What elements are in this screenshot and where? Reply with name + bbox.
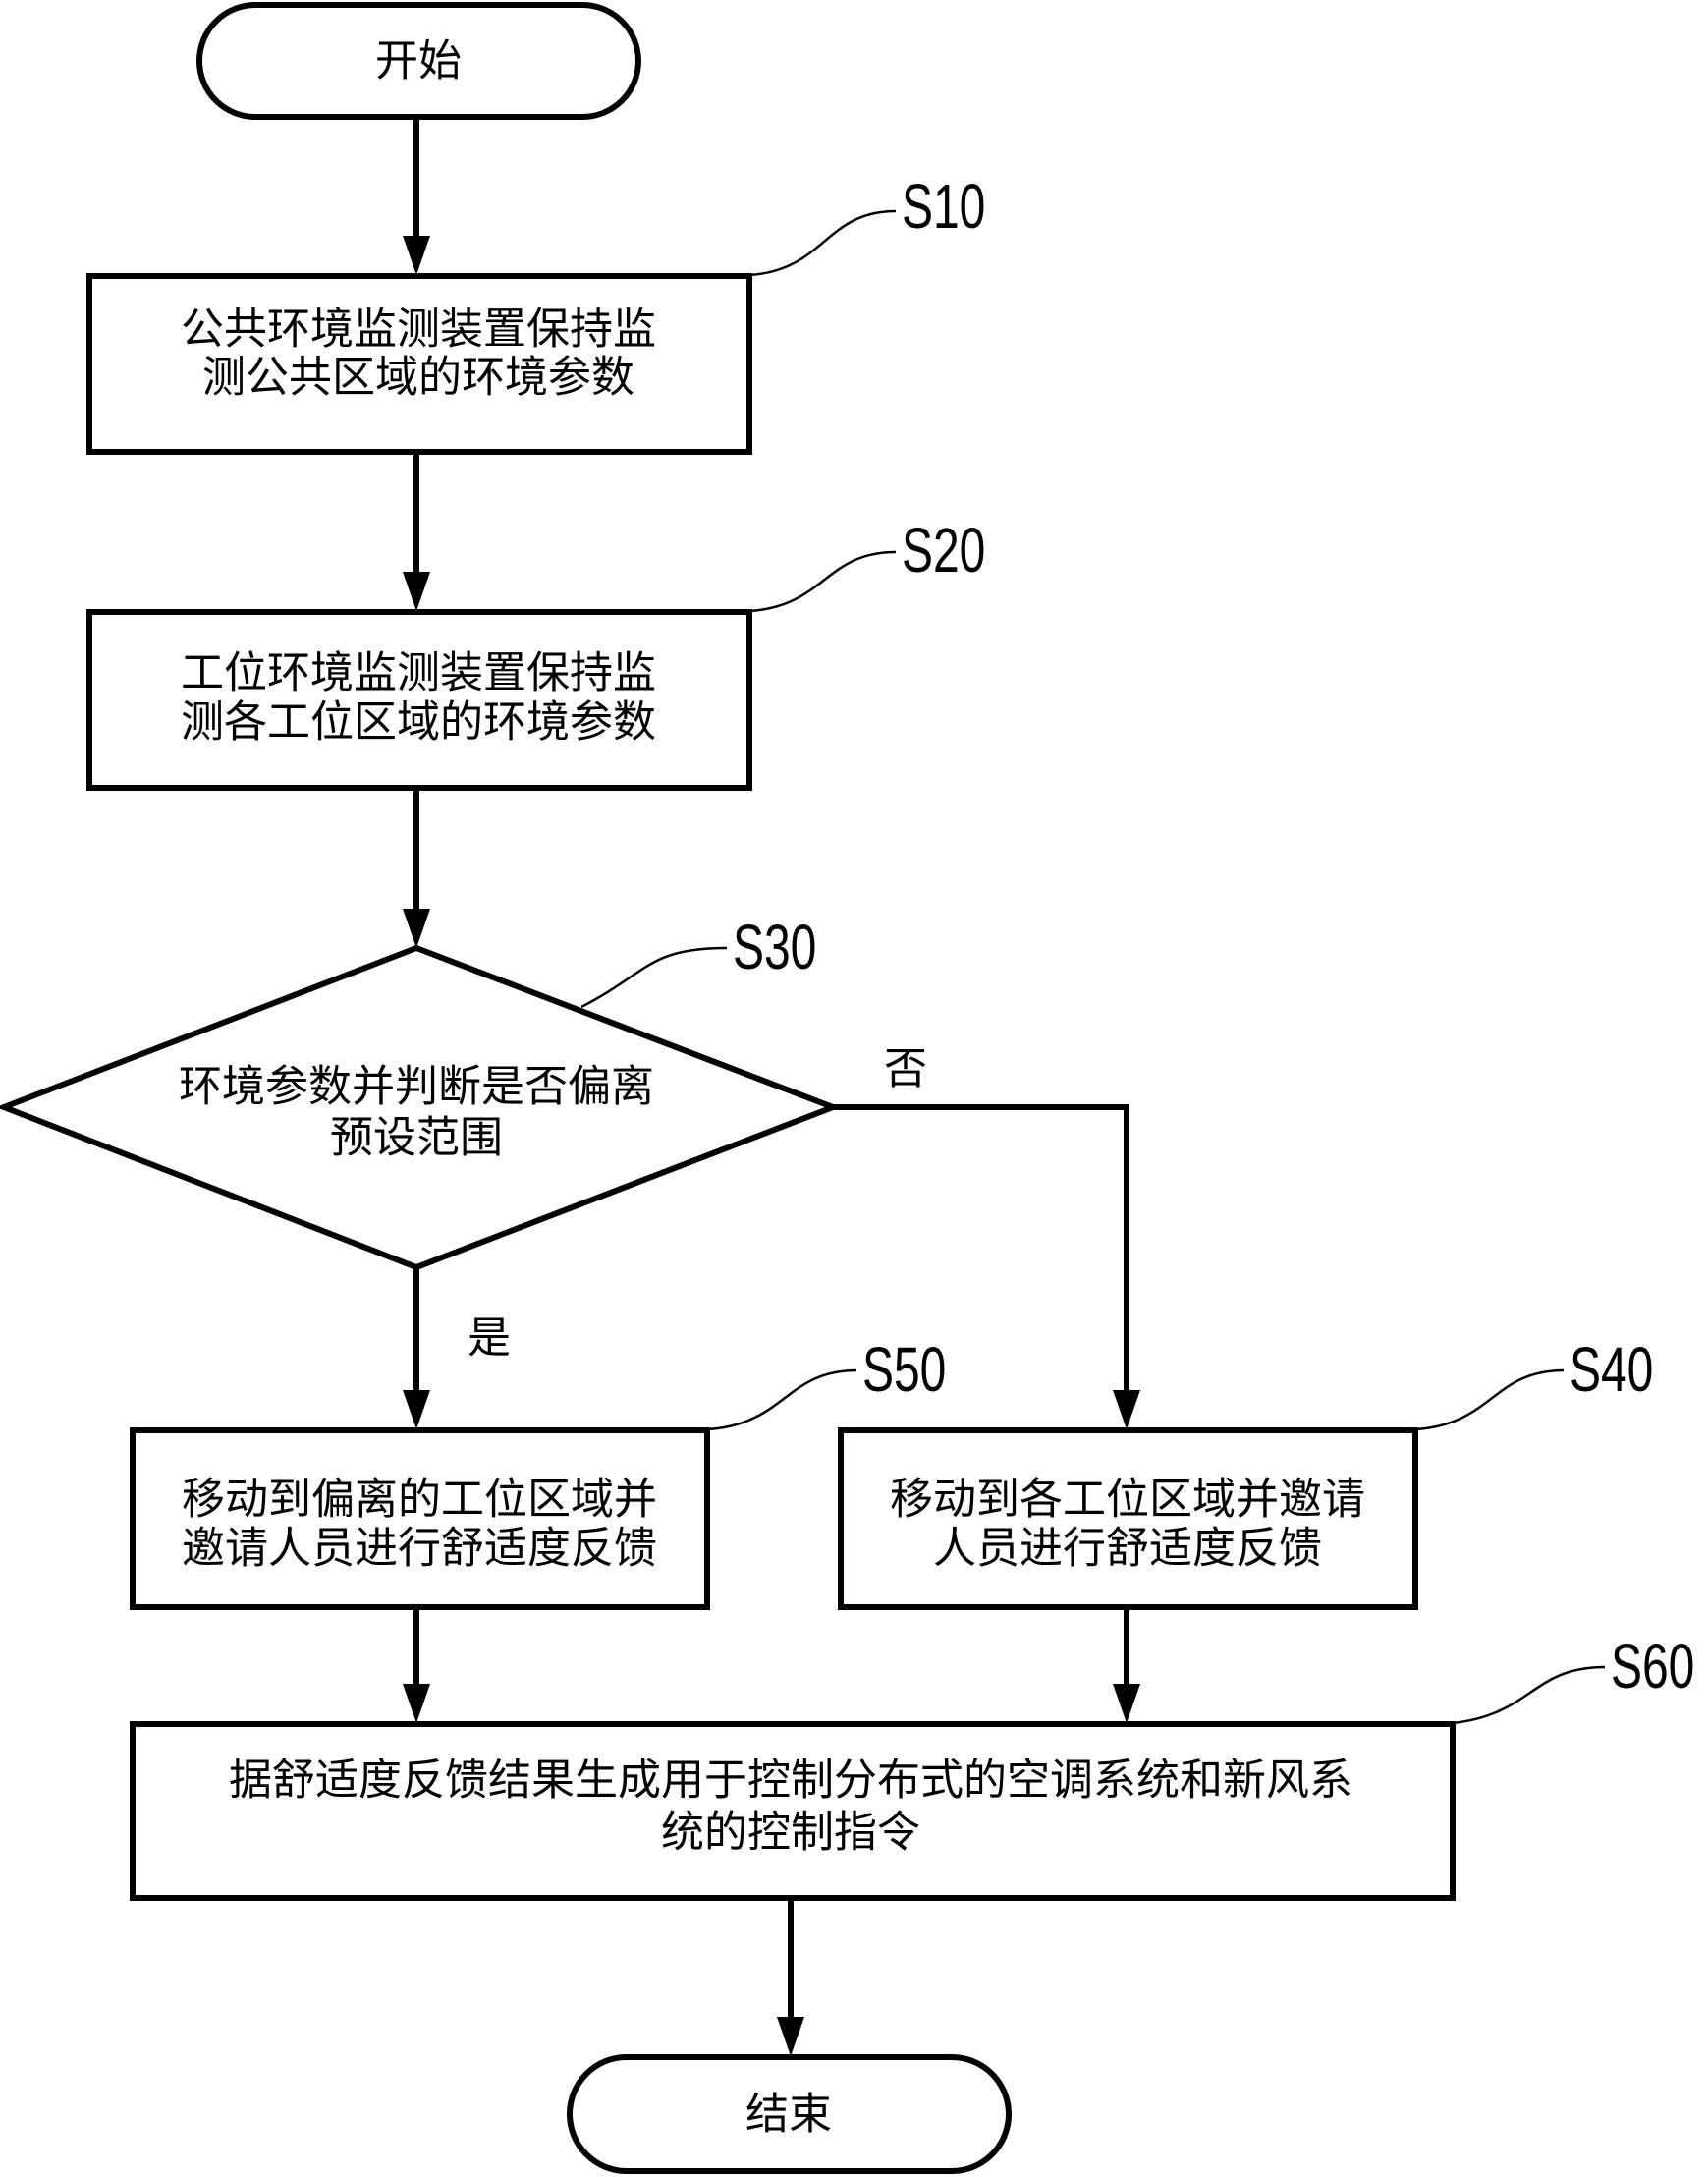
step-s20: 工位环境监测装置保持监 测各工位区域的环境参数 S20 — [86, 515, 985, 791]
connector-s50-s60 — [403, 1607, 430, 1723]
s40-leader-line — [1414, 1368, 1565, 1431]
branch-yes-label: 是 — [468, 1313, 511, 1364]
step-s10: 公共环境监测装置保持监 测公共区域的环境参数 S10 — [86, 171, 985, 455]
step-s60: 据舒适度反馈结果生成用于控制分布式的空调系统和新风系 统的控制指令 S60 — [130, 1631, 1694, 1901]
step-s50-text-line2: 邀请人员进行舒适度反馈 — [182, 1524, 657, 1574]
connector-s60-end — [777, 1898, 804, 2056]
connector-s10-s20 — [403, 452, 430, 611]
step-s40: 移动到各工位区域并邀请 人员进行舒适度反馈 S40 — [838, 1334, 1653, 1610]
decision-s30-text-line2: 预设范围 — [330, 1113, 503, 1163]
end-terminal: 结束 — [567, 2054, 1012, 2174]
step-s10-text-line2: 测公共区域的环境参数 — [202, 353, 634, 403]
s60-leader-line — [1452, 1665, 1606, 1725]
decision-s30-text-line1: 环境参数并判断是否偏离 — [179, 1062, 654, 1112]
step-s50-text-line1: 移动到偏离的工位区域并 — [182, 1475, 657, 1525]
s10-leader-line — [748, 209, 897, 277]
step-s40-label: S40 — [1570, 1334, 1653, 1404]
step-s40-text-line1: 移动到各工位区域并邀请 — [890, 1475, 1365, 1525]
connector-s20-s30 — [403, 788, 430, 948]
s20-leader-line — [748, 550, 897, 613]
connector-s30-s50-yes — [403, 1267, 430, 1429]
connector-start-s10 — [403, 117, 430, 275]
step-s60-text-line2: 统的控制指令 — [661, 1808, 920, 1858]
end-label: 结束 — [745, 2090, 832, 2140]
step-s20-label: S20 — [902, 515, 985, 585]
connector-s40-s60 — [1113, 1607, 1140, 1723]
branch-no-label: 否 — [884, 1044, 927, 1094]
step-s20-text-line1: 工位环境监测装置保持监 — [181, 648, 656, 698]
step-s60-text-line1: 据舒适度反馈结果生成用于控制分布式的空调系统和新风系 — [229, 1756, 1352, 1806]
step-s50-label: S50 — [862, 1334, 946, 1404]
connector-s30-s40-no — [833, 1104, 1140, 1429]
step-s10-label: S10 — [902, 171, 985, 241]
start-terminal: 开始 — [196, 2, 641, 120]
step-s60-label: S60 — [1611, 1631, 1694, 1701]
step-s40-text-line2: 人员进行舒适度反馈 — [933, 1524, 1322, 1574]
decision-s30: 环境参数并判断是否偏离 预设范围 S30 否 是 — [0, 912, 927, 1364]
step-s50: 移动到偏离的工位区域并 邀请人员进行舒适度反馈 S50 — [130, 1334, 946, 1610]
step-s10-text-line1: 公共环境监测装置保持监 — [181, 305, 656, 355]
step-s20-text-line2: 测各工位区域的环境参数 — [181, 698, 656, 748]
s30-leader-line — [580, 946, 728, 1009]
s50-leader-line — [706, 1368, 857, 1431]
step-s30-label: S30 — [733, 912, 816, 981]
start-label: 开始 — [375, 36, 462, 86]
